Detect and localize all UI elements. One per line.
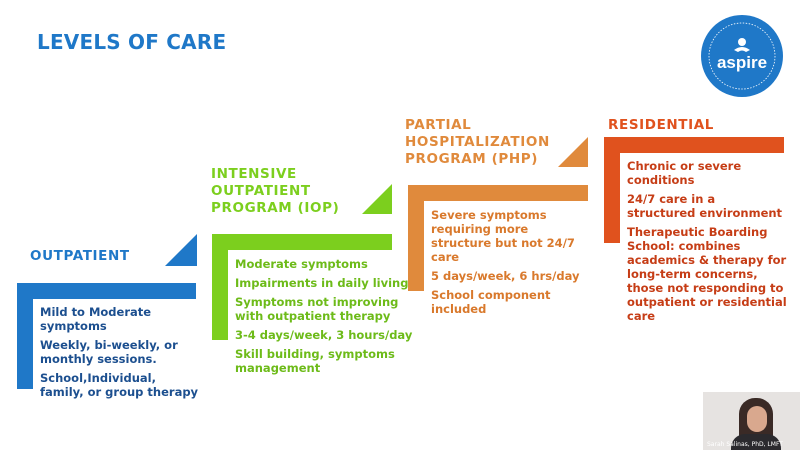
list-item: School component included <box>431 288 551 316</box>
residential-bracket-side <box>604 137 620 243</box>
list-item: 5 days/week, 6 hrs/day <box>431 269 580 283</box>
list-item: Chronic or severe conditions <box>627 159 742 187</box>
iop-bracket-top <box>212 234 392 250</box>
list-item: Moderate symptoms <box>235 257 368 271</box>
list-item: Skill building, symptoms management <box>235 347 395 375</box>
php-bracket-top <box>408 185 588 201</box>
aspire-logo: aspire <box>701 15 783 97</box>
php-corner-triangle <box>558 137 588 167</box>
outpatient-bracket-top <box>17 283 196 299</box>
presenter-body <box>731 434 781 450</box>
list-item: Weekly, bi-weekly, or monthly sessions. <box>40 338 178 366</box>
iop-corner-triangle <box>362 184 392 214</box>
presenter-caption: Sarah Salinas, PhD, LMFT <box>707 441 783 448</box>
outpatient-corner-triangle <box>165 234 197 266</box>
iop-bracket-side <box>212 234 228 340</box>
outpatient-list: Mild to Moderate symptoms Weekly, bi-wee… <box>40 305 200 404</box>
php-bracket-side <box>408 185 424 291</box>
presenter-video: Sarah Salinas, PhD, LMFT <box>703 392 800 450</box>
presenter-face <box>747 406 767 432</box>
list-item: Therapeutic Boarding School: combines ac… <box>627 225 787 323</box>
list-item: Impairments in daily living <box>235 276 409 290</box>
residential-bracket-top <box>604 137 784 153</box>
php-title: PARTIAL HOSPITALIZATION PROGRAM (PHP) <box>405 117 550 167</box>
logo-text: aspire <box>717 53 767 72</box>
list-item: School,Individual, family, or group ther… <box>40 371 199 399</box>
list-item: 3-4 days/week, 3 hours/day <box>235 328 413 342</box>
list-item: Severe symptoms requiring more structure… <box>431 208 575 264</box>
php-list: Severe symptoms requiring more structure… <box>431 208 581 321</box>
list-item: 24/7 care in a structured environment <box>627 192 783 220</box>
list-item: Symptoms not improving with outpatient t… <box>235 295 399 323</box>
outpatient-title: OUTPATIENT <box>30 248 130 264</box>
residential-title: RESIDENTIAL <box>608 117 714 133</box>
residential-list: Chronic or severe conditions 24/7 care i… <box>627 159 787 328</box>
slide-title: LEVELS OF CARE <box>37 30 227 54</box>
outpatient-bracket-side <box>17 283 33 389</box>
iop-title: INTENSIVE OUTPATIENT PROGRAM (IOP) <box>211 166 340 216</box>
list-item: Mild to Moderate symptoms <box>40 305 152 333</box>
iop-list: Moderate symptoms Impairments in daily l… <box>235 257 425 380</box>
